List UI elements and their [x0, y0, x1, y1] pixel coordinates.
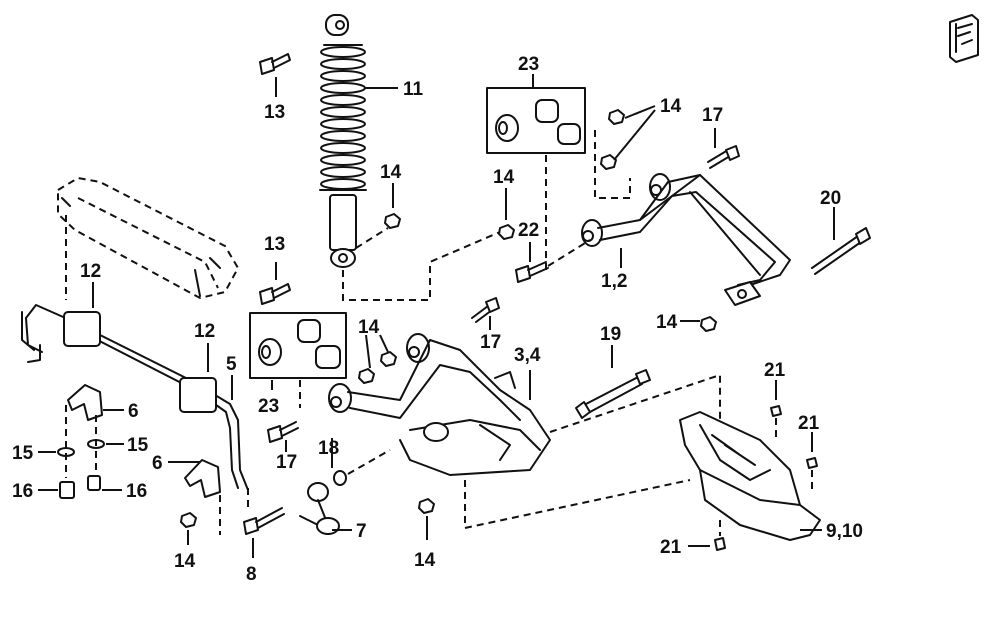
callout-7: 7: [356, 521, 367, 542]
callout-17a: 17: [702, 105, 723, 126]
bolt-16-right: [87, 475, 101, 491]
callout-6a: 6: [128, 401, 139, 422]
callout-17b: 17: [276, 452, 297, 473]
manufacturer-logo-icon: [949, 14, 979, 63]
washer-18: [333, 470, 347, 486]
callout-21a: 21: [764, 360, 786, 381]
spring-coil: [320, 58, 366, 70]
nut-14-lower-left: [180, 512, 197, 528]
nut-14-mid: [358, 368, 375, 384]
callout-12b: 12: [194, 321, 215, 342]
upper-control-arm: [581, 173, 791, 306]
bushing-kit-23-lower: [249, 312, 347, 379]
callout-13a: 13: [264, 102, 285, 123]
bushing-kit-23-upper: [486, 87, 586, 154]
bolt-21-c: [714, 537, 726, 551]
callout-16b: 16: [126, 481, 147, 502]
callout-22: 22: [518, 220, 539, 241]
nut-14-upper-2: [600, 154, 617, 170]
spring-coil: [320, 106, 366, 118]
bolt-17-upper: [707, 145, 740, 169]
callout-6b: 6: [152, 453, 163, 474]
callout-12a: 12: [80, 261, 101, 282]
bolt-13-lower: [259, 283, 291, 305]
callout-15b: 15: [127, 435, 149, 456]
spring-coil: [320, 82, 366, 94]
shock-absorber: [319, 14, 367, 268]
bolt-17-lower: [267, 421, 299, 443]
callout-1-2: 1,2: [601, 271, 627, 292]
spring-coil: [320, 70, 366, 82]
callout-14-4: 14: [493, 167, 515, 188]
nut-14-arm: [700, 316, 717, 332]
callout-17c: 17: [480, 332, 501, 353]
callout-23a: 23: [518, 54, 539, 75]
lower-control-arm: [328, 333, 551, 476]
spring-coil: [320, 118, 366, 130]
callout-14-2: 14: [660, 96, 682, 117]
callout-14-5: 14: [174, 551, 196, 572]
nut-14-22: [498, 224, 515, 240]
callout-21b: 21: [798, 413, 820, 434]
spring-coil: [320, 178, 366, 190]
callout-14-3: 14: [656, 312, 678, 333]
bolt-16-left: [59, 481, 75, 499]
spring-coil: [320, 46, 366, 58]
callout-9-10: 9,10: [826, 521, 863, 542]
callout-3-4: 3,4: [514, 345, 541, 366]
bolt-13-upper: [259, 53, 291, 75]
nut-14-mid-2: [380, 351, 397, 367]
callout-5: 5: [226, 354, 237, 375]
callout-23b: 23: [258, 396, 279, 417]
bolt-19: [575, 369, 651, 419]
bolt-21-b: [806, 457, 818, 469]
nut-14-bottom: [418, 498, 435, 514]
bolt-20: [811, 227, 871, 275]
callout-14-1: 14: [380, 162, 402, 183]
bolt-17-mid: [471, 297, 500, 323]
callout-8: 8: [246, 564, 257, 585]
callout-13b: 13: [264, 234, 285, 255]
callout-11: 11: [403, 79, 424, 100]
spring-coil: [320, 166, 366, 178]
nut-14-upper: [608, 109, 625, 125]
stabilizer-link-7: [299, 482, 340, 535]
callout-20: 20: [820, 188, 841, 209]
callout-14-6: 14: [358, 317, 380, 338]
callout-14-7: 14: [414, 550, 436, 571]
frame-bracket: [57, 176, 240, 300]
clamp-6-left: [67, 384, 103, 421]
bolt-21-a: [770, 405, 782, 417]
skid-plate: [679, 411, 821, 541]
spring-coil: [320, 154, 366, 166]
stabilizer-bar: [21, 304, 249, 491]
clamp-6-right: [184, 459, 221, 498]
callout-21c: 21: [660, 537, 682, 558]
callout-18: 18: [318, 438, 339, 459]
bolt-8: [243, 507, 285, 535]
callout-19: 19: [600, 324, 621, 345]
spring-coil: [320, 130, 366, 142]
spring-coil: [320, 94, 366, 106]
bolt-22: [515, 261, 549, 283]
spring-coil: [320, 142, 366, 154]
callout-15a: 15: [12, 443, 34, 464]
callout-16a: 16: [12, 481, 33, 502]
nut-14: [384, 213, 401, 229]
